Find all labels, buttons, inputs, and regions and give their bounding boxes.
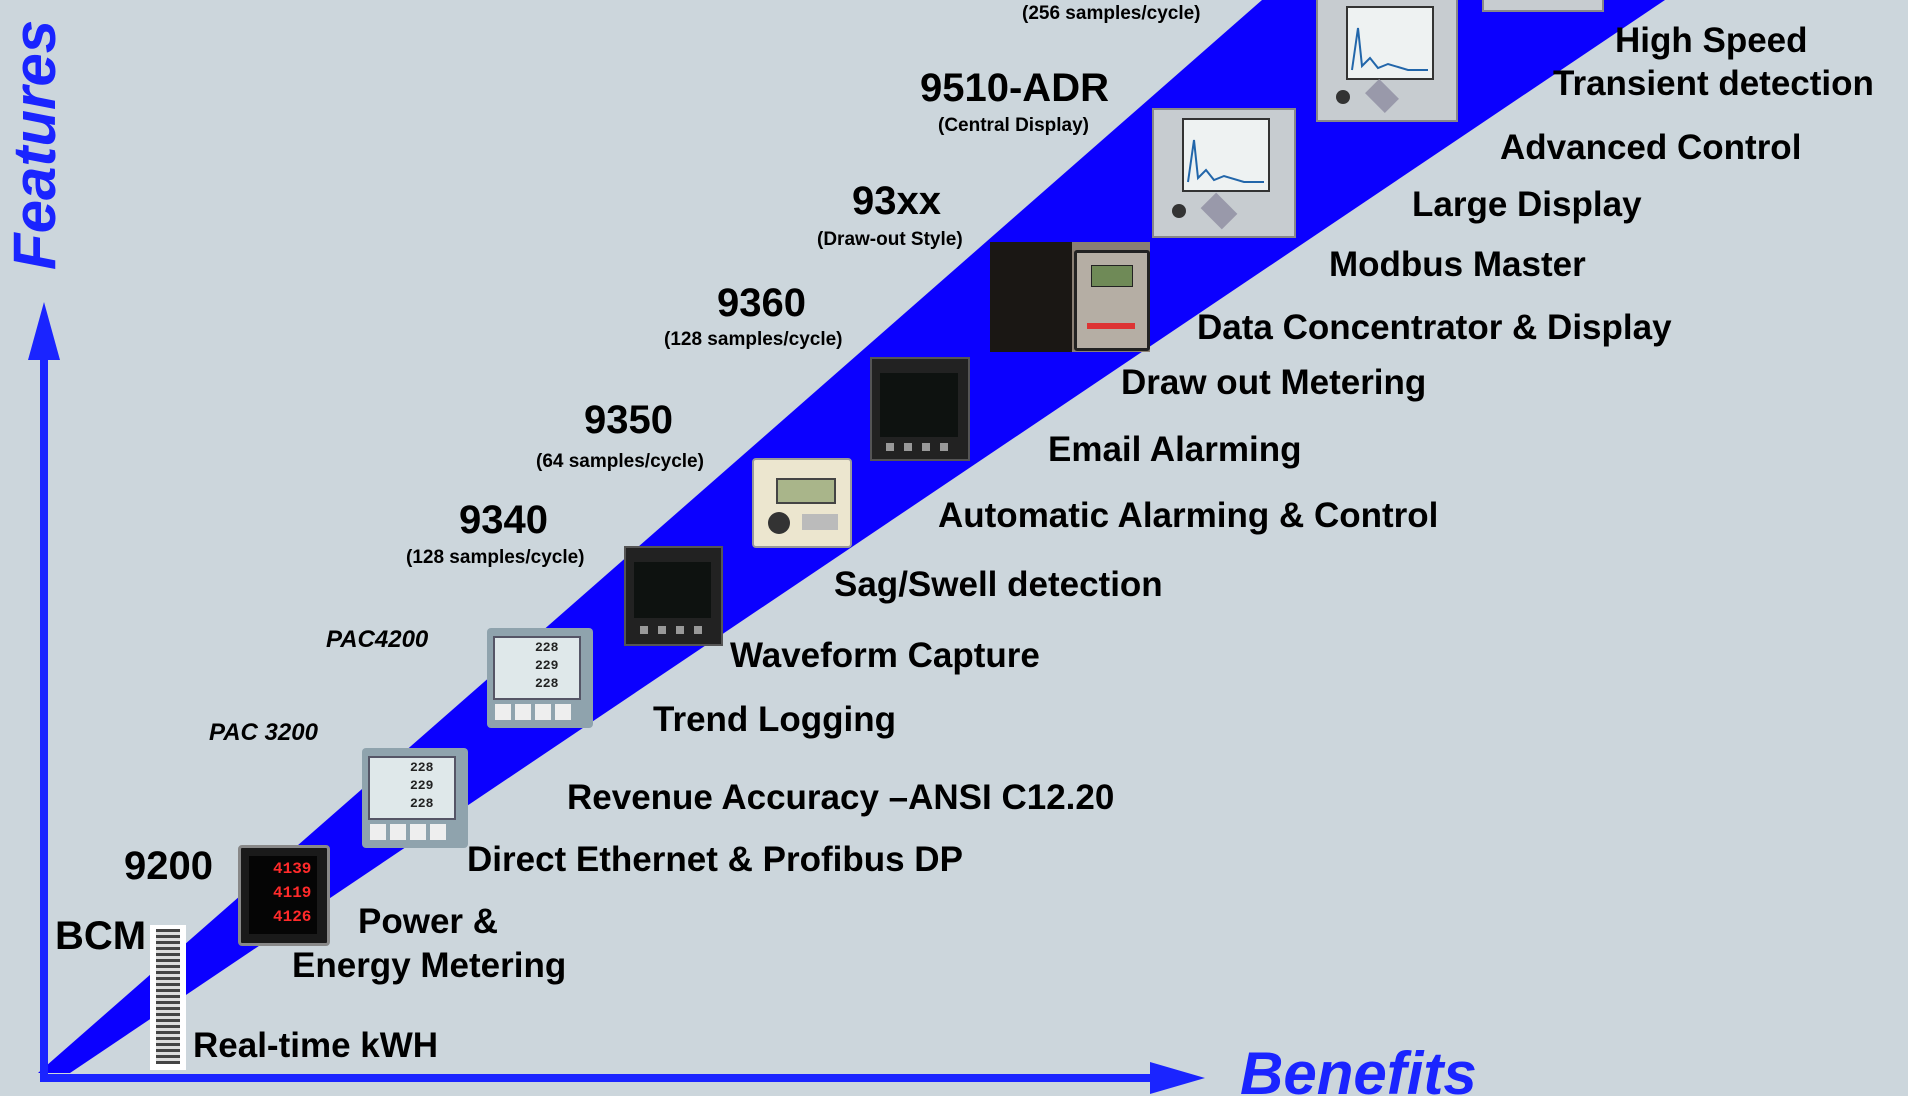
pac3200-device-image: 228 229 228 <box>362 748 468 848</box>
feature-high-speed: High Speed <box>1615 21 1808 60</box>
feature-data-concentrator: Data Concentrator & Display <box>1197 308 1672 347</box>
y-axis-arrowhead <box>28 302 60 360</box>
pac3200-reading-1: 228 <box>410 760 434 775</box>
meter-9360-image <box>870 357 970 461</box>
pac3200-reading-3: 228 <box>410 796 434 811</box>
meter-9510-adr-image <box>1152 108 1296 238</box>
model-label-9510-adr: 9510-ADR <box>920 66 1109 110</box>
meter-9200-image: 4139 4119 4126 <box>238 845 330 946</box>
feature-power-line2: Energy Metering <box>292 946 567 985</box>
feature-power-line1: Power & <box>358 902 499 941</box>
pac4200-reading-3: 228 <box>535 676 559 691</box>
feature-transient-detection: Transient detection <box>1553 64 1874 103</box>
meter-9340-image <box>624 546 723 646</box>
model-label-pac3200: PAC 3200 <box>209 719 318 746</box>
meter-top-image <box>1316 0 1458 122</box>
meter-top-right-image <box>1482 0 1604 12</box>
model-label-9340: 9340 <box>459 498 548 542</box>
x-axis-label: Benefits <box>1240 1040 1477 1096</box>
feature-trend-logging: Trend Logging <box>653 700 897 739</box>
feature-advanced-control: Advanced Control <box>1500 128 1802 167</box>
feature-sag-swell: Sag/Swell detection <box>834 565 1163 604</box>
model-label-9200: 9200 <box>124 844 213 888</box>
model-label-9360: 9360 <box>717 281 806 325</box>
meter-9200-reading-1: 4139 <box>273 860 312 878</box>
model-label-bcm: BCM <box>55 914 147 958</box>
y-axis-label: Features <box>1 19 68 270</box>
model-sub-top: (256 samples/cycle) <box>1022 3 1201 24</box>
pac4200-reading-2: 229 <box>535 658 559 673</box>
feature-email-alarming: Email Alarming <box>1048 430 1302 469</box>
feature-modbus-master: Modbus Master <box>1329 245 1586 284</box>
model-label-pac4200: PAC4200 <box>326 626 429 653</box>
meter-9350-image <box>752 458 852 548</box>
model-sub-9510-adr: (Central Display) <box>938 115 1089 136</box>
x-axis-arrowhead <box>1150 1062 1205 1094</box>
feature-large-display: Large Display <box>1412 185 1642 224</box>
feature-revenue-accuracy: Revenue Accuracy –ANSI C12.20 <box>567 778 1115 817</box>
model-sub-93xx: (Draw-out Style) <box>817 229 963 250</box>
model-sub-9350: (64 samples/cycle) <box>536 451 704 472</box>
feature-waveform-capture: Waveform Capture <box>730 636 1040 675</box>
meter-9200-reading-2: 4119 <box>273 884 312 902</box>
feature-real-time-kwh: Real-time kWH <box>193 1026 439 1065</box>
feature-ethernet-profibus: Direct Ethernet & Profibus DP <box>467 840 963 879</box>
feature-alarming-control: Automatic Alarming & Control <box>938 496 1439 535</box>
feature-draw-out-metering: Draw out Metering <box>1121 363 1427 402</box>
model-sub-9360: (128 samples/cycle) <box>664 329 843 350</box>
meter-93xx-drawout-image <box>990 242 1150 352</box>
pac3200-reading-2: 229 <box>410 778 434 793</box>
meter-9200-reading-3: 4126 <box>273 908 312 926</box>
model-sub-9340: (128 samples/cycle) <box>406 547 585 568</box>
pac4200-reading-1: 228 <box>535 640 559 655</box>
pac4200-device-image: 228 229 228 <box>487 628 593 728</box>
model-label-9350: 9350 <box>584 398 673 442</box>
model-label-93xx: 93xx <box>852 179 941 223</box>
bcm-device-image <box>150 925 186 1070</box>
